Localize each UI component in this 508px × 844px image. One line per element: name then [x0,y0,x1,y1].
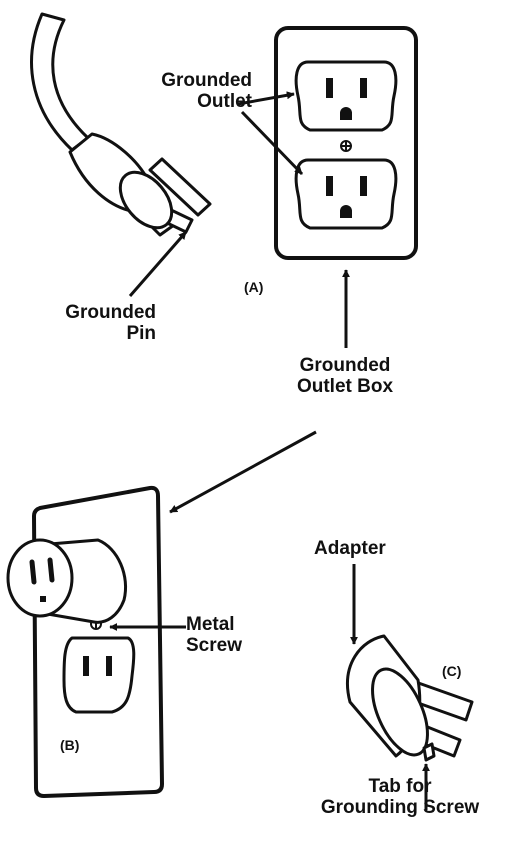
label-tab-for-grounding-screw: Tab for Grounding Screw [320,776,480,819]
arrow-outlet-lower [240,110,304,176]
wall-outlet-with-adapter-icon [6,485,164,798]
label-grounded-outlet-box: Grounded Outlet Box [296,355,394,398]
label-metal-screw: Metal Screw [186,614,242,657]
label-panel-a: (A) [244,279,264,295]
outlet-adapter-icon [346,634,474,762]
grounded-plug-icon [30,12,212,237]
pointer-arrows [109,91,430,810]
label-grounded-outlet: Grounded Outlet [161,70,252,113]
label-panel-b: (B) [60,737,80,753]
label-adapter: Adapter [314,538,386,559]
arrow-box-down [169,430,317,514]
duplex-outlet-icon [274,26,418,260]
label-grounded-pin: Grounded Pin [65,302,156,345]
label-panel-c: (C) [442,663,462,679]
arrow-outlet-upper [237,91,295,106]
arrow-grounded-pin [128,231,188,297]
